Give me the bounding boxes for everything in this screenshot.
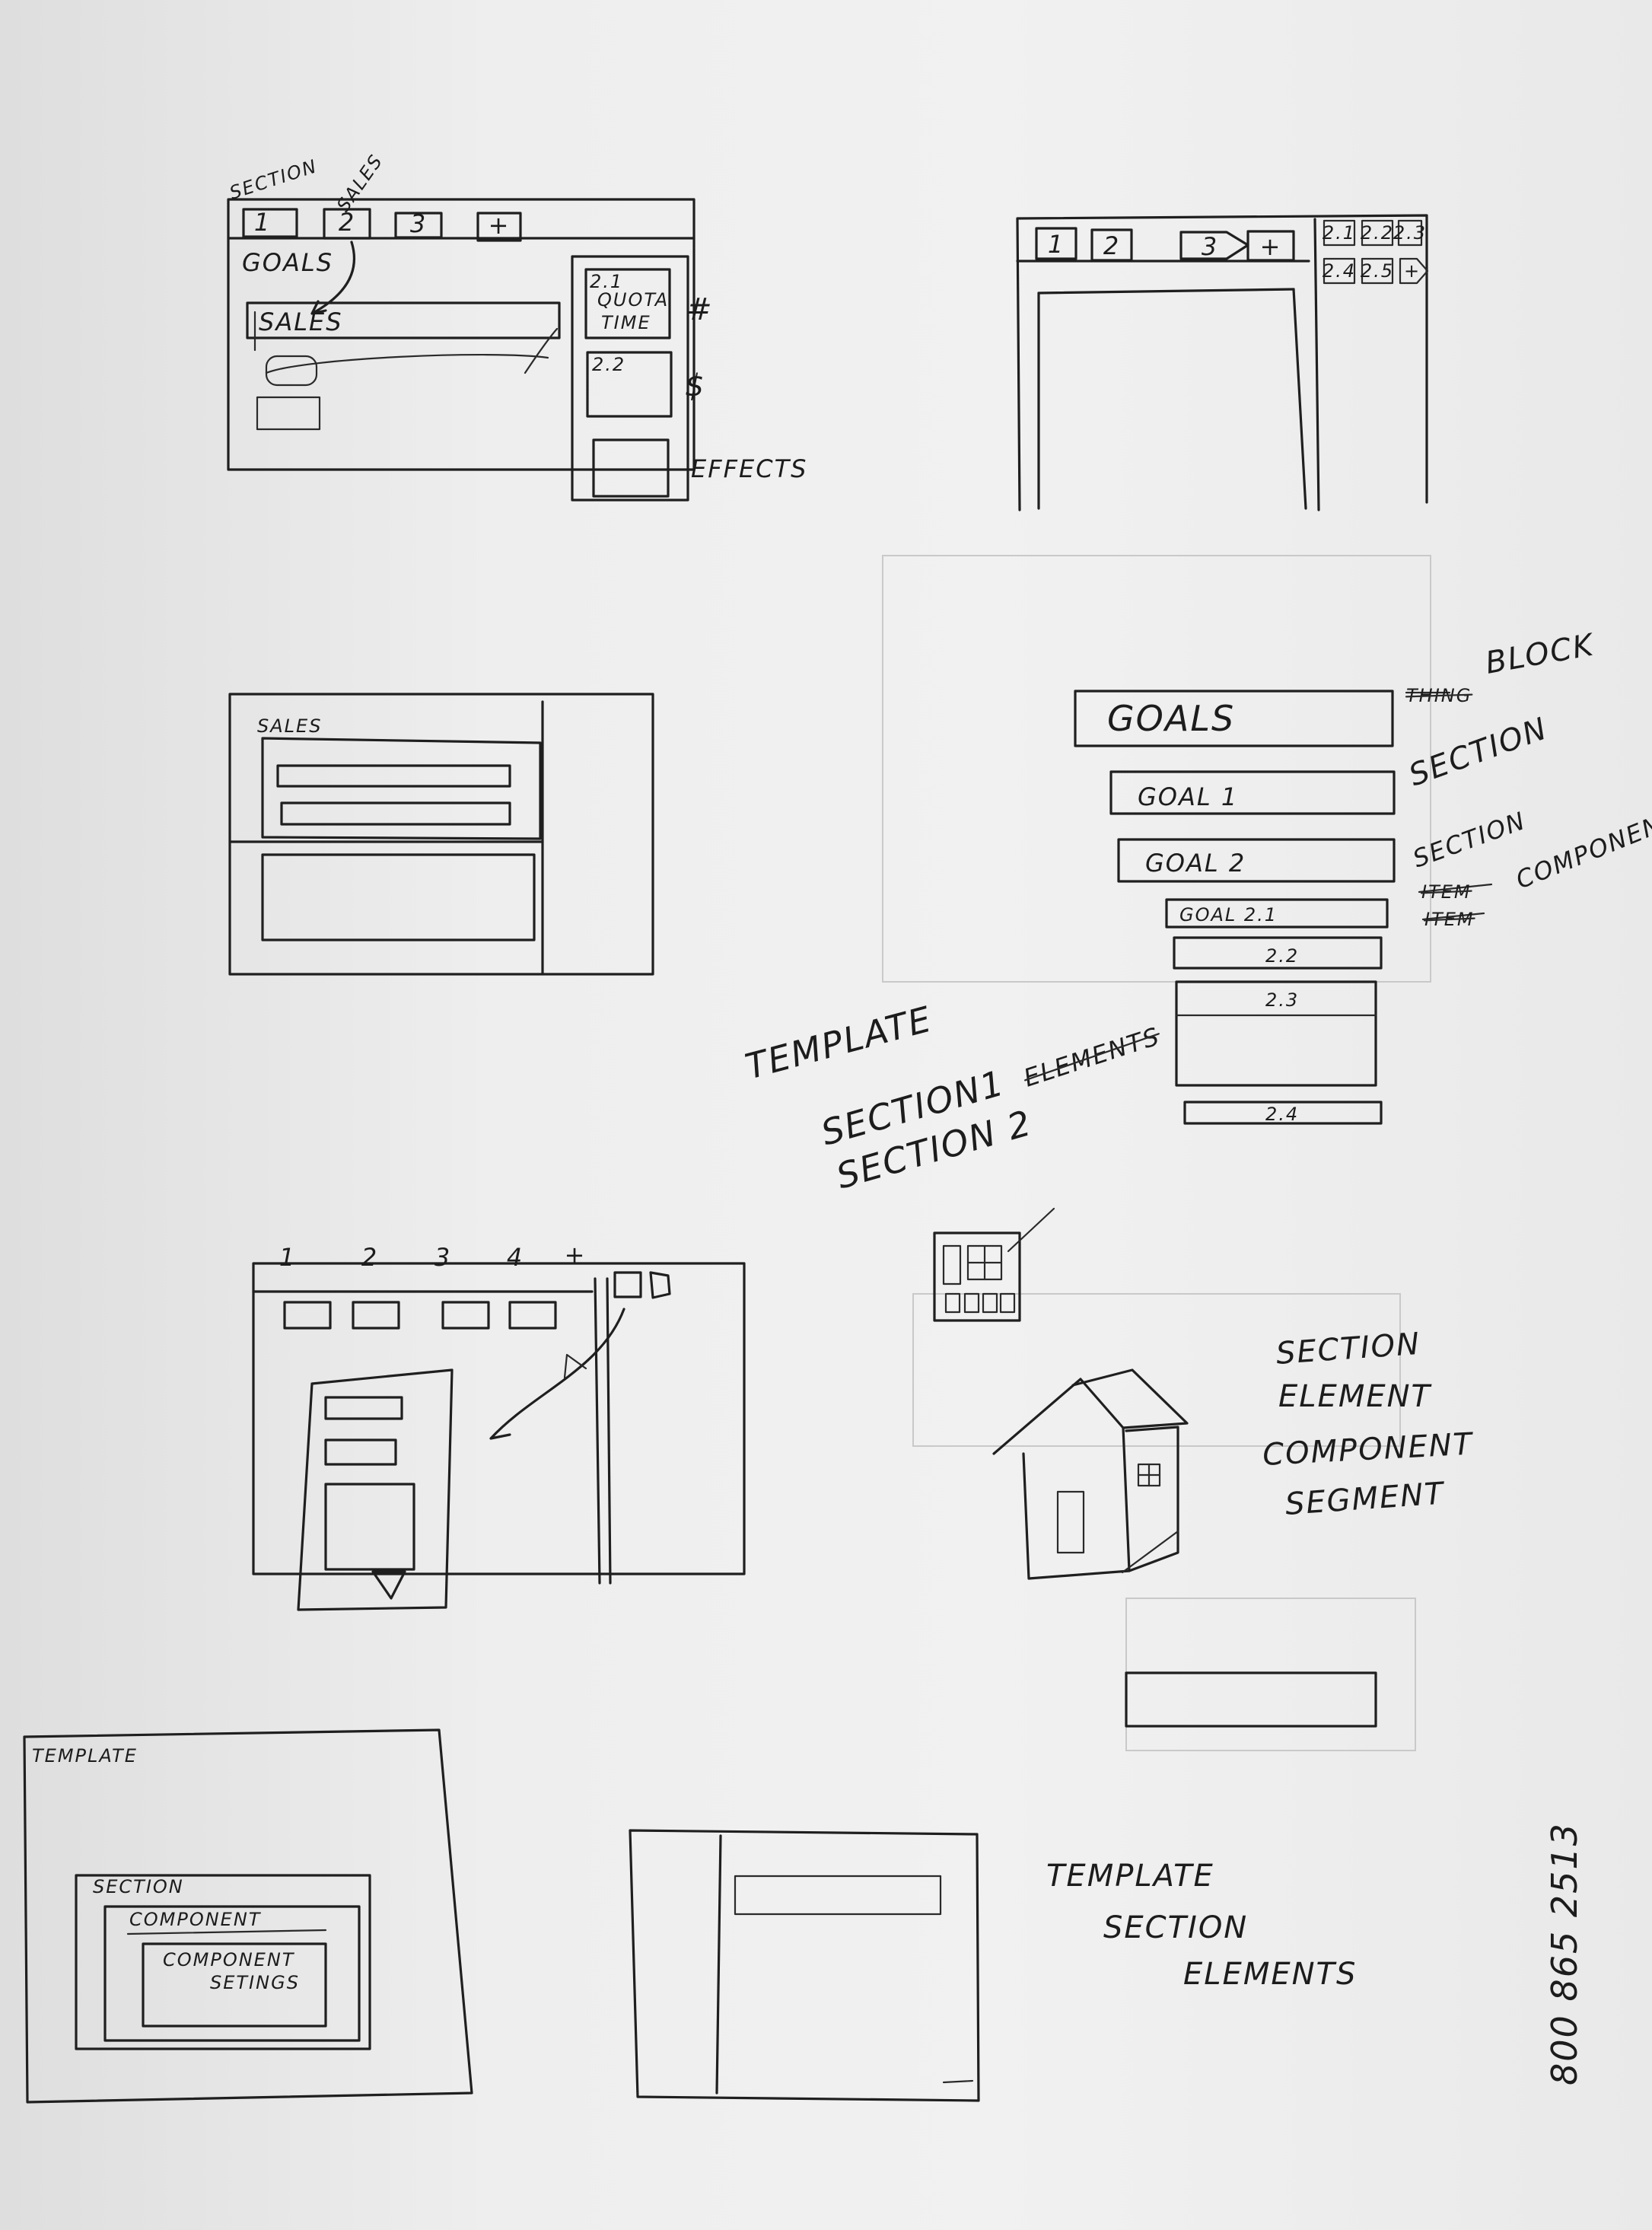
sketch2-side-2-2: 2.2: [1361, 222, 1394, 244]
sketch-4-wireframe: [252, 1262, 746, 1611]
bottom-elements: ELEMENTS: [1183, 1957, 1357, 1992]
nested-component-settings-1: COMPONENT: [163, 1949, 295, 1970]
sketch1-hash-mark: #: [686, 292, 714, 327]
sketch1-sales-annotation: SALES: [333, 150, 387, 215]
hierarchy-2-3: 2.3: [1265, 989, 1299, 1011]
small-grid-sketch: [933, 1207, 1055, 1322]
sketch2-side-2-3: 2.3: [1393, 222, 1427, 244]
sketch1-tab-3-box: [394, 212, 443, 239]
sketch2-side-plus: +: [1404, 260, 1421, 282]
phone-number: 800 865 2513: [1544, 1822, 1585, 2085]
sketch4-num-2: 2: [361, 1243, 378, 1272]
sketch4-num-3: 3: [434, 1243, 451, 1272]
hierarchy-section-a: SECTION: [1405, 711, 1552, 793]
hierarchy-2-4: 2.4: [1265, 1104, 1299, 1125]
nested-section: SECTION: [93, 1876, 184, 1897]
sketch1-tab-1-label: 1: [254, 208, 271, 237]
sketch4-num-plus: +: [565, 1241, 587, 1270]
hierarchy-2-2: 2.2: [1265, 945, 1299, 967]
show-through-marks: [882, 555, 1431, 1751]
sketch1-tab-2-label: 2: [339, 208, 355, 237]
sketch2-tab-1: 1: [1048, 230, 1065, 259]
term-component: COMPONENT: [1262, 1426, 1475, 1473]
sketch1-tab-plus-label: +: [489, 211, 511, 240]
term-element: ELEMENT: [1278, 1379, 1433, 1414]
sketch2-tab-3: 3: [1202, 232, 1218, 261]
bottom-window-sketch: [629, 1829, 980, 2102]
nested-boxes-sketch: [23, 1728, 473, 2104]
strike-line: [1024, 1033, 1160, 1082]
sketch2-side-2-5: 2.5: [1361, 260, 1394, 282]
sketch-3-wireframe: [228, 693, 654, 976]
sketch1-effects-label: EFFECTS: [691, 454, 807, 483]
hierarchy-goal-1: GOAL 1: [1138, 782, 1238, 811]
sketch2-tab-plus: +: [1260, 232, 1282, 261]
bottom-template: TEMPLATE: [1046, 1859, 1214, 1894]
term-segment: SEGMENT: [1284, 1476, 1447, 1522]
sketch-2-wireframe: [1016, 214, 1429, 511]
sketch1-dollar-mark: $: [685, 368, 705, 403]
sketch4-num-1: 1: [279, 1243, 296, 1272]
sketch1-curved-arrow: [310, 241, 356, 315]
sketch4-num-4: 4: [507, 1243, 524, 1272]
sketch1-tab-3-label: 3: [410, 209, 427, 238]
sketch1-section-label: SECTION: [227, 155, 320, 204]
center-template: TEMPLATE: [741, 998, 937, 1087]
strike-line: [1423, 917, 1475, 922]
hierarchy-component: COMPONENT: [1512, 804, 1652, 895]
hierarchy-sketch: [1074, 690, 1493, 1125]
nested-template: TEMPLATE: [32, 1745, 138, 1766]
nested-component-settings-2: SETINGS: [210, 1972, 300, 1993]
sketch1-quota: QUOTA: [597, 289, 669, 311]
sketch1-goals-label: GOALS: [242, 248, 333, 277]
sketch2-side-2-1: 2.1: [1323, 222, 1356, 244]
sketch2-tab-2: 2: [1103, 231, 1120, 260]
bottom-section: SECTION: [1103, 1910, 1248, 1945]
sketch1-right-panel: [571, 255, 689, 502]
hierarchy-section-b: SECTION: [1409, 806, 1530, 874]
hierarchy-goal-2: GOAL 2: [1145, 849, 1246, 878]
blank-bar-sketch: [1125, 1671, 1377, 1728]
sketch1-box-2-2: 2.2: [592, 354, 625, 375]
strike-line: [1420, 890, 1472, 894]
sketch1-box-2-1: 2.1: [590, 271, 623, 292]
hierarchy-goals: GOALS: [1107, 698, 1235, 739]
sketch3-sales-label: SALES: [257, 715, 322, 737]
sketch1-tab-2-box: [323, 208, 371, 240]
hierarchy-goal-2-1: GOAL 2.1: [1179, 904, 1278, 925]
sketch2-side-2-4: 2.4: [1323, 260, 1356, 282]
sketch1-tab-plus-box: [476, 212, 522, 242]
sketch1-sales-bar: [246, 301, 561, 339]
house-sketch: [992, 1368, 1189, 1580]
hierarchy-block: BLOCK: [1483, 627, 1598, 680]
nested-component: COMPONENT: [129, 1909, 262, 1930]
strike-line: [1405, 693, 1473, 698]
sketch1-sales-bar-label: SALES: [259, 307, 343, 336]
sketch-1-wireframe: [227, 198, 695, 502]
sketch1-time: TIME: [601, 312, 651, 333]
sketch1-tab-1-box: [242, 208, 298, 238]
